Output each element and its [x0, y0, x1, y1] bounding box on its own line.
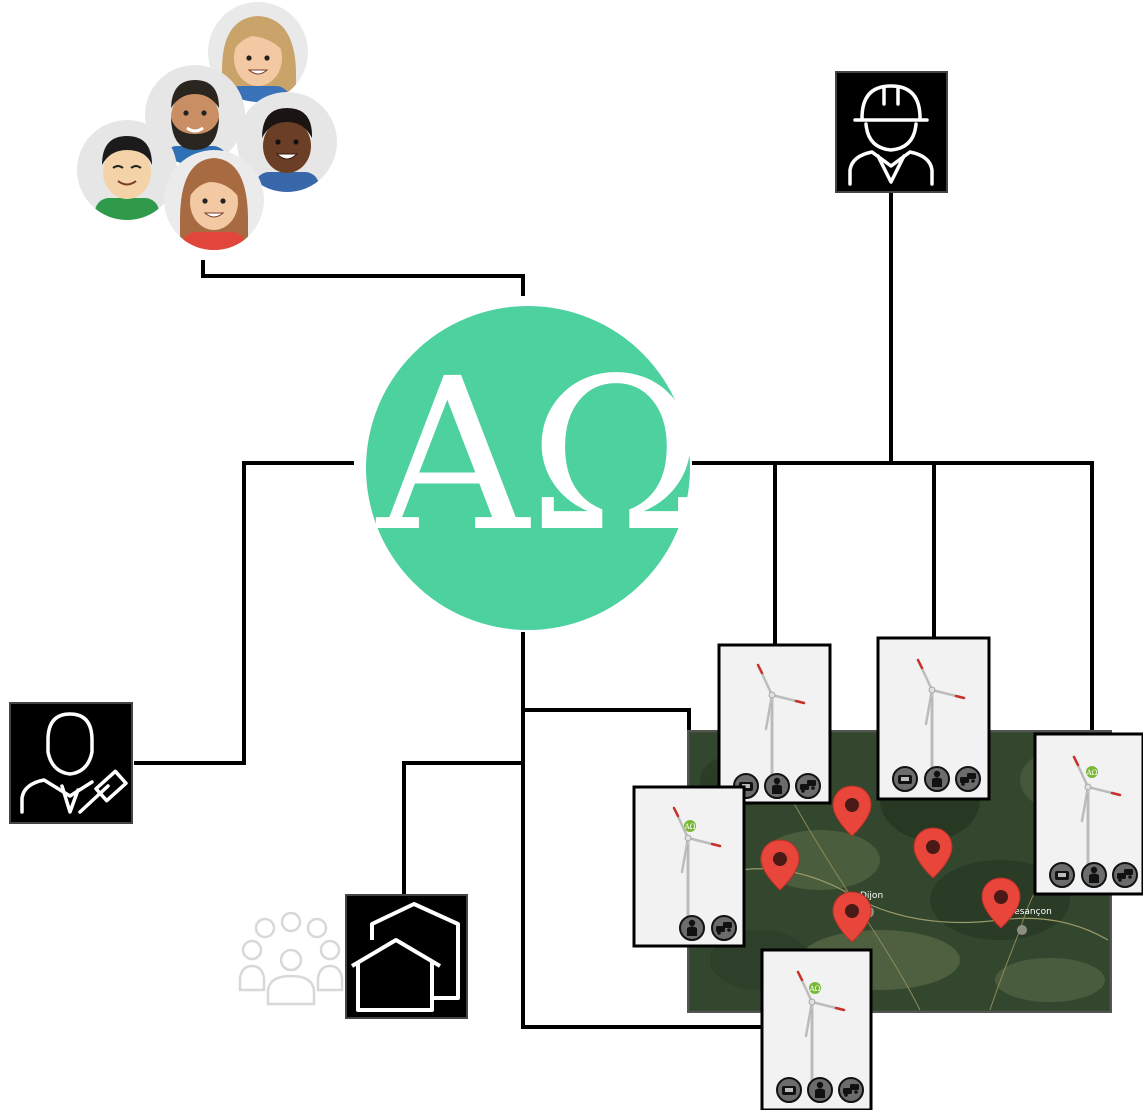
- person-badge-icon: [764, 773, 790, 799]
- turbine-card-2[interactable]: [876, 636, 991, 801]
- engineer-hardhat-icon[interactable]: [835, 71, 948, 193]
- alpha-omega-hub[interactable]: AΩ: [366, 306, 703, 630]
- avatar-man-beard: [145, 65, 245, 165]
- turbine-card-1[interactable]: [717, 643, 832, 805]
- meter-badge-icon: [776, 1077, 802, 1103]
- line-housing: [402, 761, 523, 895]
- line-community: [201, 260, 525, 296]
- housing-icon[interactable]: [345, 894, 468, 1019]
- hub-circle: [366, 306, 690, 630]
- line-official: [134, 461, 354, 765]
- vehicles-badge-icon: [711, 915, 737, 941]
- community-avatars-icon: [77, 2, 337, 250]
- meter-badge-icon: [892, 766, 918, 792]
- avatar-woman-brown: [164, 150, 264, 250]
- line-hub-bus-right: [692, 461, 1094, 735]
- turbine-card-4[interactable]: [632, 785, 746, 948]
- vehicles-badge-icon: [1112, 862, 1138, 888]
- city-label-dijon: Dijon: [860, 891, 883, 901]
- turbine-card-3[interactable]: [1033, 732, 1143, 896]
- connection-lines: [134, 192, 1094, 1029]
- official-gavel-icon[interactable]: [9, 702, 133, 824]
- avatar-man-asian: [77, 120, 177, 220]
- person-badge-icon: [679, 915, 705, 941]
- line-map: [523, 708, 691, 732]
- person-badge-icon: [924, 766, 950, 792]
- meter-badge-icon: [1049, 862, 1075, 888]
- avatar-woman-blonde: [208, 2, 308, 102]
- person-badge-icon: [1081, 862, 1107, 888]
- vehicles-badge-icon: [955, 766, 981, 792]
- vehicles-badge-icon: [838, 1077, 864, 1103]
- population-icon: [238, 911, 344, 1006]
- person-badge-icon: [807, 1077, 833, 1103]
- city-label-besancon: Besançon: [1008, 907, 1052, 917]
- hub-glyph: AΩ: [375, 333, 703, 578]
- turbine-card-5[interactable]: [760, 948, 873, 1110]
- avatar-man-dark: [237, 92, 337, 192]
- vehicles-badge-icon: [795, 773, 821, 799]
